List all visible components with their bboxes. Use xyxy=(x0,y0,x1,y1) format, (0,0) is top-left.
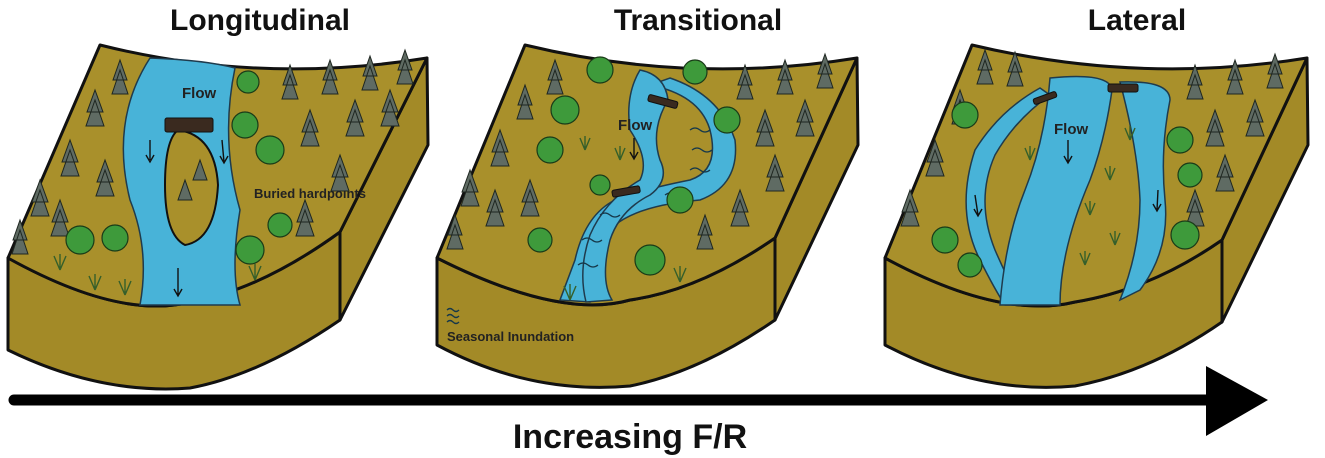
flow-arrow xyxy=(1063,140,1073,165)
panel-longitudinal: Longitudinal Flow Buried hardpoints xyxy=(6,4,430,391)
shrub-group xyxy=(1024,126,1136,266)
log-jam xyxy=(611,185,641,198)
log-jam xyxy=(1107,83,1139,93)
flow-label-transitional: Flow xyxy=(618,117,652,134)
panel-title-longitudinal: Longitudinal xyxy=(170,4,350,37)
wave-pattern xyxy=(577,127,713,268)
panel-title-transitional: Transitional xyxy=(614,4,782,37)
conifer-tree-group xyxy=(11,48,414,255)
seasonal-inundation-legend: Seasonal Inundation xyxy=(446,307,574,344)
log-jam xyxy=(647,94,679,109)
flow-label-longitudinal: Flow xyxy=(182,85,216,102)
shrub-group xyxy=(563,136,687,301)
flow-arrow xyxy=(145,140,155,164)
flow-arrow xyxy=(629,138,639,161)
flow-arrow xyxy=(219,139,229,165)
panel-title-lateral: Lateral xyxy=(1088,4,1186,37)
flow-arrow xyxy=(173,268,183,298)
panel-lateral: Lateral Flow xyxy=(883,4,1310,389)
river-channel-lateral-right xyxy=(1118,81,1171,302)
deciduous-tree-group xyxy=(527,56,741,276)
flow-label-lateral: Flow xyxy=(1054,121,1088,138)
log-jam xyxy=(164,117,214,133)
shrub-group xyxy=(53,254,262,296)
seasonal-inundation-label: Seasonal Inundation xyxy=(447,329,574,344)
vegetation-lateral xyxy=(900,48,1284,278)
buried-hardpoints-label: Buried hardpoints xyxy=(254,186,366,201)
increasing-fr-axis: Increasing F/R xyxy=(8,366,1268,456)
conifer-tree-group xyxy=(446,52,834,250)
axis-arrowhead-icon xyxy=(1206,366,1268,436)
vegetation-longitudinal xyxy=(11,48,414,296)
axis-label: Increasing F/R xyxy=(513,418,747,456)
inundation-symbol-icon xyxy=(446,307,460,325)
river-channel-transitional xyxy=(582,69,669,303)
log-jam xyxy=(1032,91,1058,105)
deciduous-tree-group xyxy=(931,101,1203,278)
flow-arrow xyxy=(973,194,983,218)
deciduous-tree-group xyxy=(65,70,293,265)
mid-channel-island xyxy=(164,129,219,246)
vegetation-transitional xyxy=(446,52,834,301)
flow-arrow xyxy=(1152,189,1162,213)
panel-transitional: Transitional Flow Seaso xyxy=(435,4,860,389)
